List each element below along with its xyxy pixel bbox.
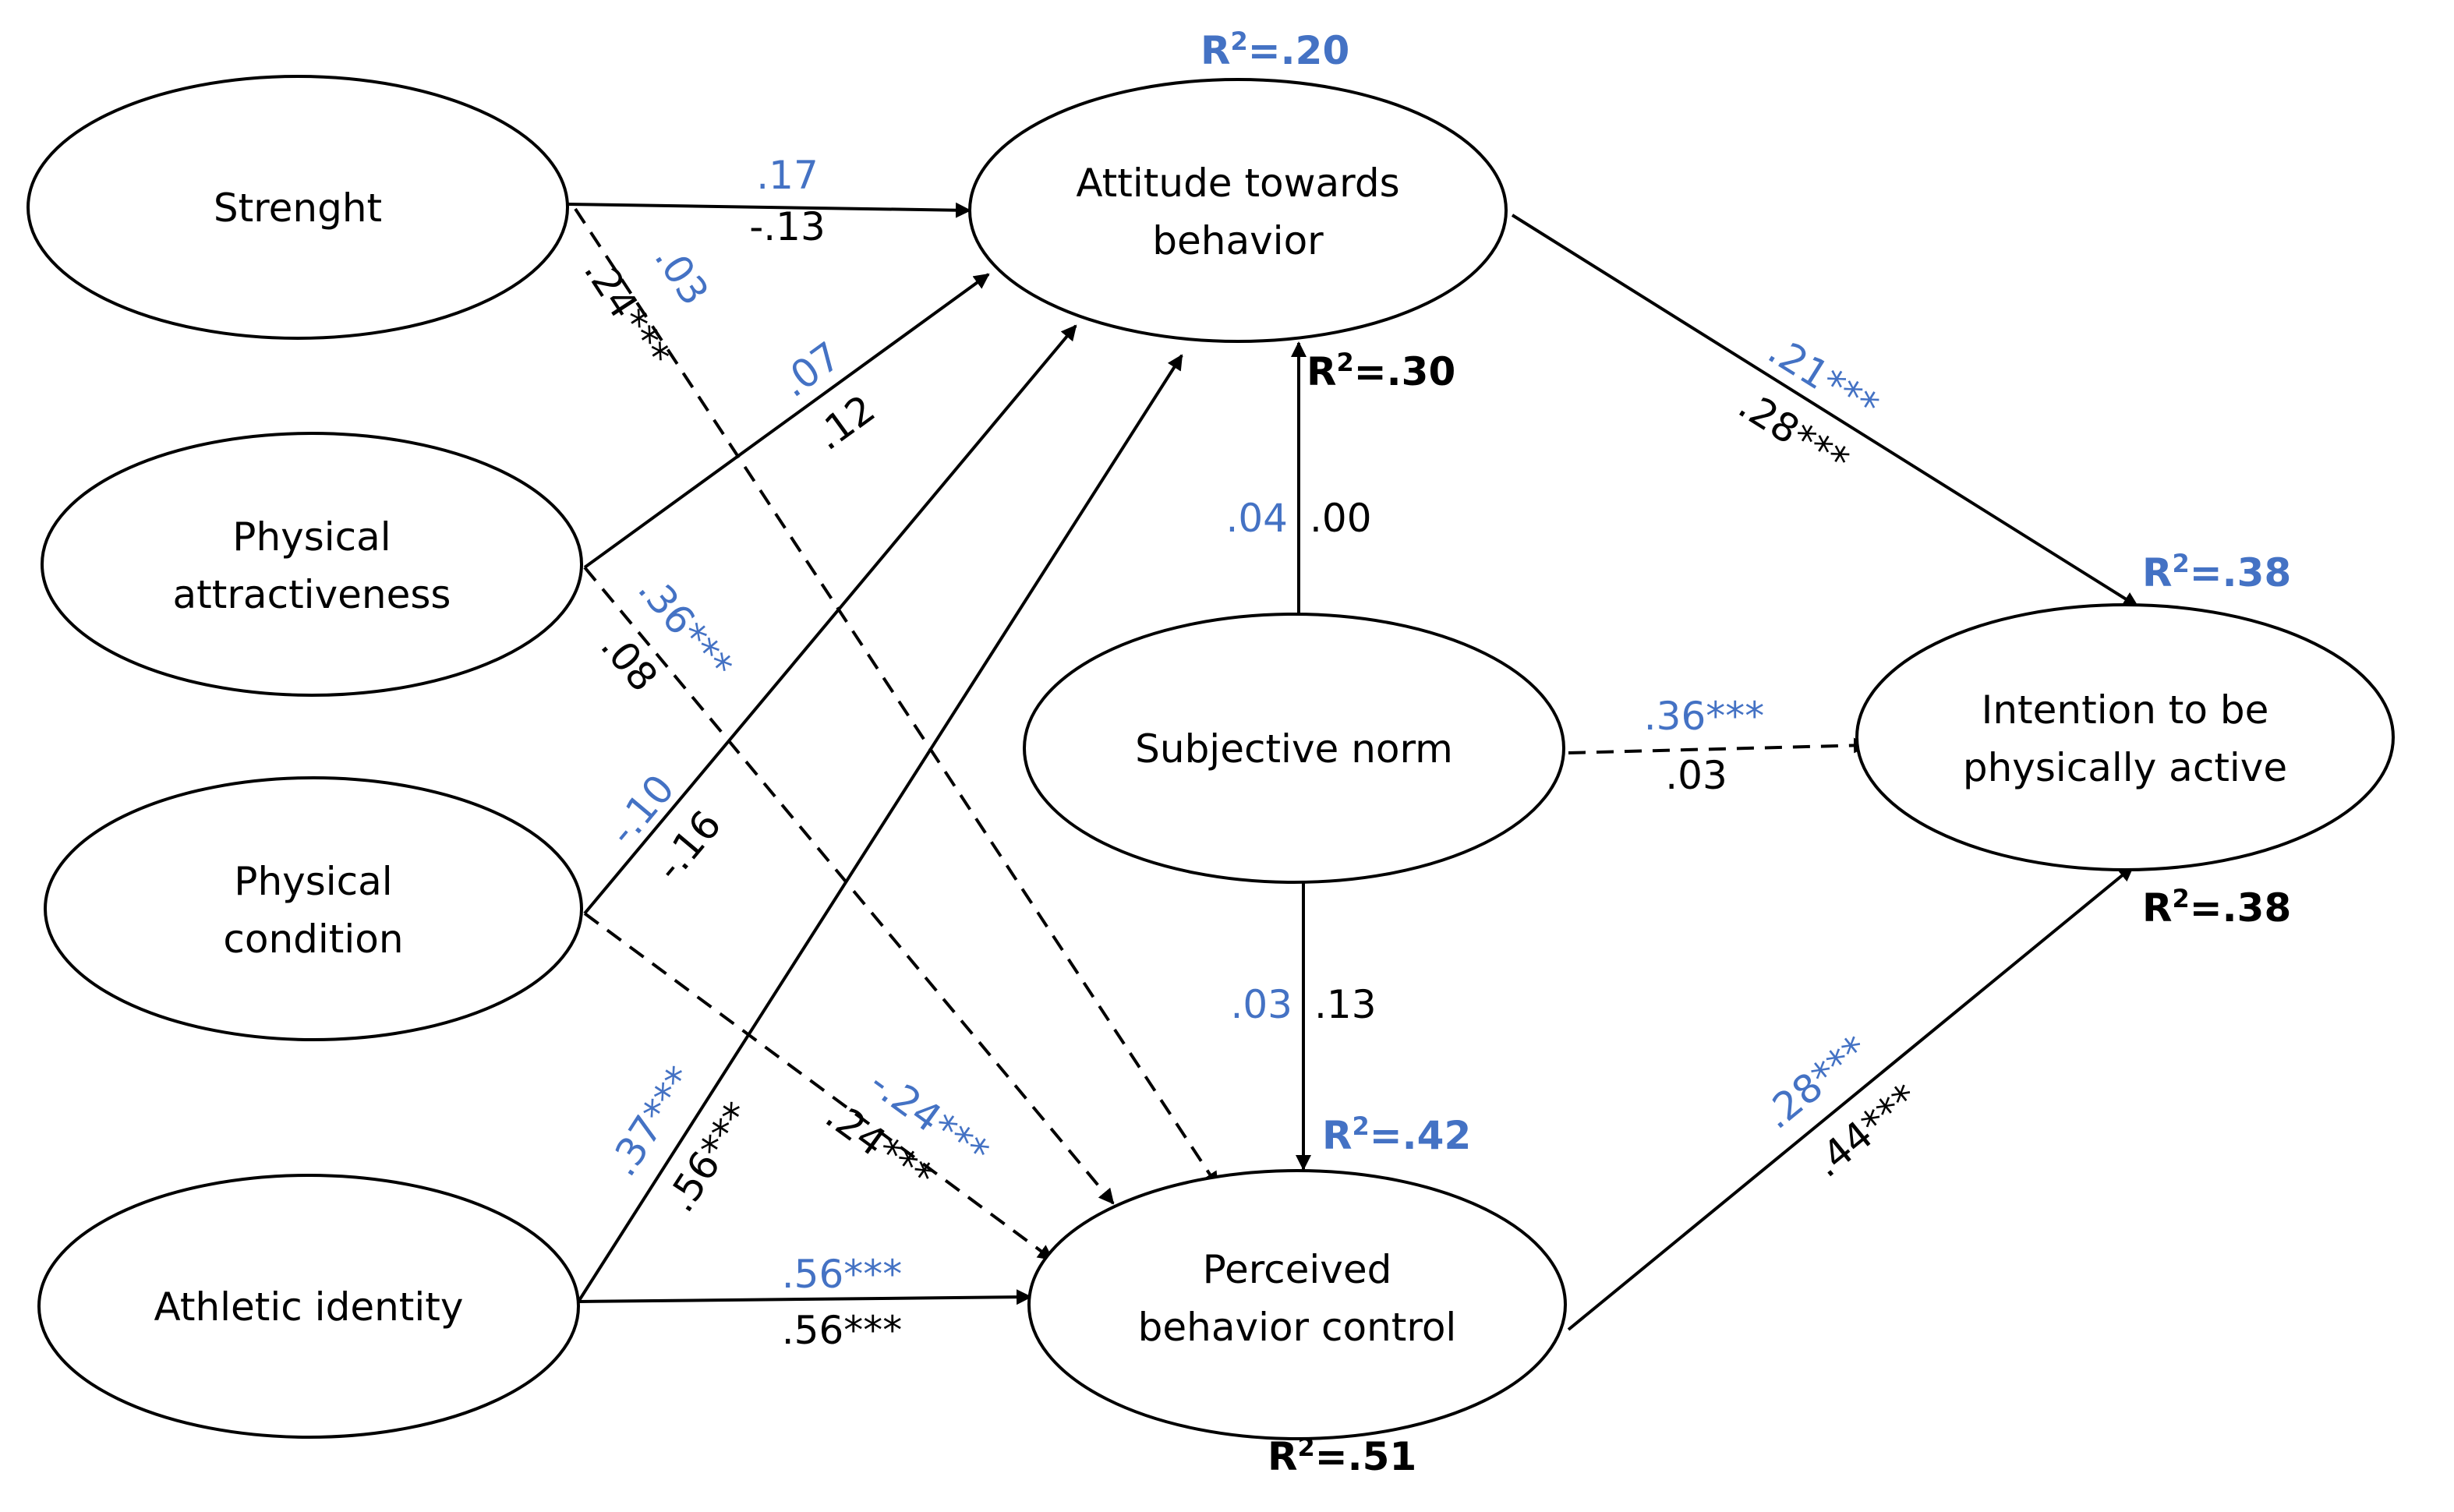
coef-subjective-pbc-black: .13 [1314, 982, 1377, 1027]
node-strength-label: Strenght [214, 185, 382, 231]
edge-athletic-pbc [578, 1289, 1032, 1305]
node-attractiveness-label-1: Physical [232, 514, 391, 560]
node-athletic-label: Athletic identity [154, 1284, 464, 1330]
edges [567, 202, 2139, 1331]
node-strength-shape [27, 75, 569, 340]
edge-pbc-intention [1567, 865, 2134, 1331]
coef-subjective-attitude-blue: .04 [1225, 496, 1288, 541]
node-subjective: Subjective norm [1023, 613, 1565, 884]
edge-athletic-attitude [577, 354, 1183, 1303]
node-intention-label-2: physically active [1963, 745, 2287, 790]
node-pbc-shape [1027, 1169, 1567, 1440]
coef-subjective-pbc-blue: .03 [1230, 982, 1292, 1027]
r2-attitude-blue: R2=.20 [1200, 26, 1349, 73]
edge-condition-attitude [583, 324, 1077, 915]
node-condition-label-1: Physical [234, 859, 392, 904]
coef-athletic-pbc-black: .56*** [782, 1308, 903, 1353]
node-pbc: Perceived behavior control [1027, 1169, 1567, 1440]
coef-strength-attitude-black: -.13 [749, 204, 826, 249]
r2-intention-black: R2=.38 [2142, 884, 2291, 931]
coef-subjective-intention-black: .03 [1665, 753, 1727, 798]
edge-condition-pbc [583, 912, 1054, 1261]
node-attitude-label-2: behavior [1152, 218, 1324, 263]
node-attractiveness: Physical attractiveness [41, 432, 583, 697]
edge-attractiveness-attitude [583, 273, 990, 569]
coef-attractiveness-pbc-black: .08 [592, 624, 667, 700]
node-attractiveness-label-2: attractiveness [173, 572, 451, 617]
node-intention-shape [1855, 603, 2395, 871]
coef-subjective-intention-blue: .36*** [1644, 694, 1765, 739]
edge-attitude-intention [1511, 214, 2139, 608]
node-athletic-shape [37, 1174, 580, 1439]
node-attitude: Attitude towards behavior [968, 78, 1508, 343]
edge-attractiveness-pbc [583, 566, 1115, 1205]
node-subjective-shape [1023, 613, 1565, 884]
node-intention: Intention to be physically active [1855, 603, 2395, 871]
node-condition-shape [44, 776, 583, 1041]
node-condition: Physical condition [44, 776, 583, 1041]
coef-strength-pbc-blue: .03 [645, 237, 717, 313]
r2-pbc-blue: R2=.42 [1322, 1111, 1471, 1158]
r2-attitude-black: R2=.30 [1307, 348, 1455, 394]
node-attitude-label-1: Attitude towards [1076, 161, 1399, 206]
edge-strength-attitude [567, 202, 971, 218]
r2-intention-blue: R2=.38 [2142, 549, 2291, 595]
coef-strength-attitude-blue: .17 [756, 153, 819, 198]
coef-attractiveness-attitude-blue: .07 [773, 333, 849, 406]
node-intention-label-1: Intention to be [1982, 687, 2269, 733]
node-strength: Strenght [27, 75, 569, 340]
coef-athletic-pbc-blue: .56*** [782, 1252, 903, 1297]
coef-subjective-attitude-black: .00 [1310, 496, 1372, 541]
r2-pbc-black: R2=.51 [1268, 1433, 1416, 1479]
node-athletic: Athletic identity [37, 1174, 580, 1439]
node-attitude-shape [968, 78, 1508, 343]
node-pbc-label-2: behavior control [1138, 1305, 1457, 1350]
node-pbc-label-1: Perceived [1203, 1247, 1392, 1292]
node-condition-label-2: condition [223, 917, 403, 962]
r-squared-labels: R2=.20 R2=.30 R2=.38 R2=.38 R2=.42 R2=.5… [1200, 26, 2291, 1479]
edge-subjective-intention [1568, 737, 1869, 754]
node-subjective-label: Subjective norm [1135, 726, 1453, 772]
node-attractiveness-shape [41, 432, 583, 697]
